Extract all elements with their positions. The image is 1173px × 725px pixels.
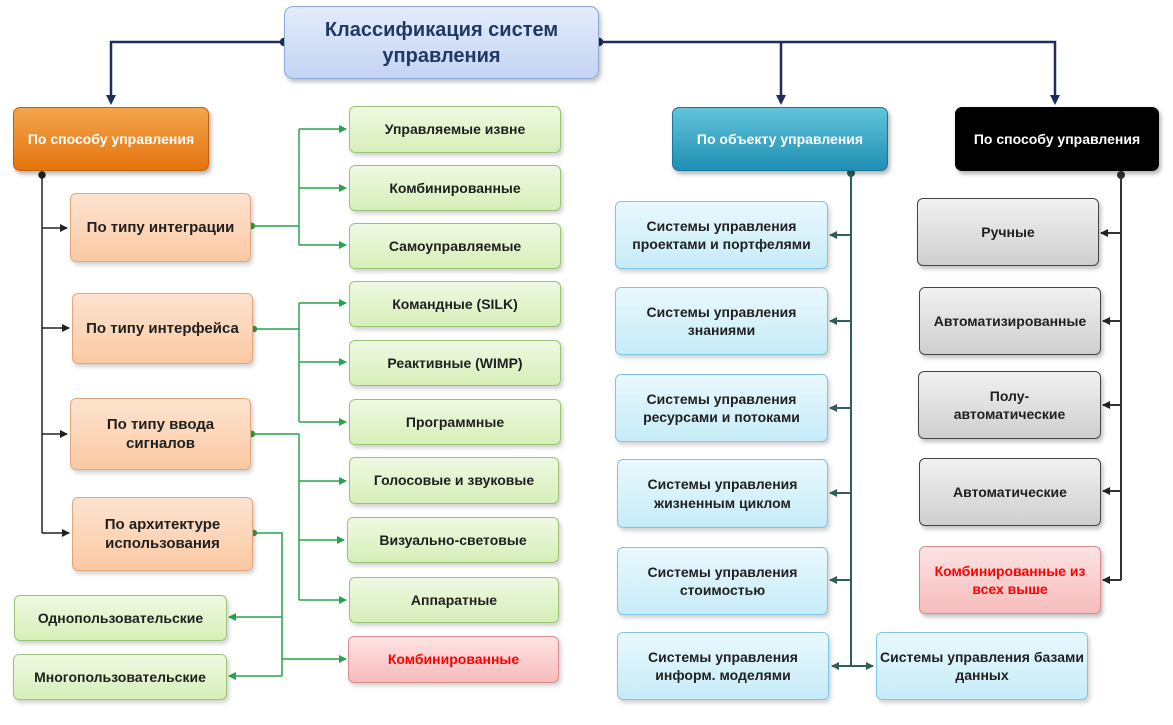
node-info-model-systems: Системы управления информ. моделями <box>617 632 829 700</box>
category-by-control-method: По способу управления <box>13 107 209 171</box>
node-single-user: Однопользовательские <box>14 595 227 641</box>
node-programmatic: Программные <box>349 399 561 445</box>
left-trunk-lines <box>38 171 70 537</box>
node-voice-and-sound: Голосовые и звуковые <box>349 457 559 504</box>
node-database-systems: Системы управления базами данных <box>876 632 1088 700</box>
node-combined-all-above: Комбинированные из всех выше <box>919 546 1101 614</box>
center-trunk-lines <box>829 169 874 670</box>
node-automatic: Автоматические <box>919 458 1101 526</box>
node-semi-automatic: Полу-автоматические <box>918 371 1101 439</box>
node-signal-input-type: По типу ввода сигналов <box>70 398 251 470</box>
node-self-managed: Самоуправляемые <box>349 223 561 269</box>
diagram-title: Классификация систем управления <box>284 6 599 79</box>
node-interface-type: По типу интерфейса <box>72 293 253 364</box>
node-project-portfolio-systems: Системы управления проектами и портфелям… <box>615 201 828 269</box>
node-combined-highlighted: Комбинированные <box>348 636 559 683</box>
node-externally-controlled: Управляемые извне <box>349 106 561 153</box>
node-reactive-wimp: Реактивные (WIMP) <box>349 340 561 386</box>
right-trunk-lines <box>1100 171 1125 584</box>
node-combined-integration: Комбинированные <box>349 165 561 211</box>
node-cost-systems: Системы управления стоимостью <box>617 547 828 615</box>
category-by-control-method-2: По способу управления <box>955 107 1159 171</box>
green-connector-lines <box>228 125 347 680</box>
node-manual: Ручные <box>917 198 1099 266</box>
node-hardware: Аппаратные <box>349 577 559 623</box>
node-command-silk: Командные (SILK) <box>349 281 561 327</box>
node-automated: Автоматизированные <box>919 287 1101 355</box>
node-visual-light: Визуально-световые <box>347 517 559 563</box>
node-knowledge-systems: Системы управления знаниями <box>615 287 828 355</box>
category-by-control-object: По объекту управления <box>672 107 888 171</box>
node-multi-user: Многопользовательские <box>13 654 227 700</box>
node-lifecycle-systems: Системы управления жизненным циклом <box>617 459 828 528</box>
node-integration-type: По типу интеграции <box>70 193 251 262</box>
node-usage-architecture: По архитектуре использования <box>72 497 253 571</box>
node-resource-flow-systems: Системы управления ресурсами и потоками <box>615 374 828 442</box>
